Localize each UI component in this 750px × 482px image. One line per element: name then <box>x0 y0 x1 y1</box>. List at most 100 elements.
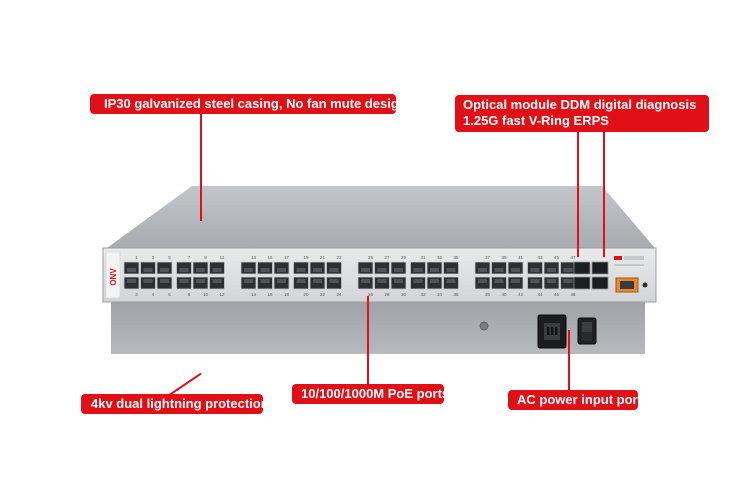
rj45-port-contacts <box>296 268 306 272</box>
rj45-port-contacts <box>260 268 270 272</box>
port-number-label: 36 <box>453 292 459 297</box>
rj45-port-contacts <box>196 268 205 272</box>
rj45-port-contacts <box>494 268 504 272</box>
callout-optical-line2: 1.25G fast V-Ring ERPS <box>463 113 609 128</box>
leader-optical-a <box>577 131 579 257</box>
rj45-port-contacts <box>511 279 520 283</box>
port-number-label: 18 <box>284 292 290 297</box>
port-number-label: 1 <box>135 255 138 260</box>
port-number-label: 13 <box>251 255 257 260</box>
rj45-port-contacts <box>413 268 423 272</box>
callout-optical-line1: Optical module DDM digital diagnosis <box>463 97 697 112</box>
port-number-label: 37 <box>485 255 491 260</box>
rj45-port-contacts <box>394 279 403 283</box>
rj45-port-contacts <box>127 279 136 283</box>
port-number-label: 3 <box>152 255 155 260</box>
rj45-port-contacts <box>212 279 222 283</box>
sfp-slot <box>573 261 591 275</box>
port-number-label: 27 <box>384 255 390 260</box>
port-number-label: 16 <box>267 292 273 297</box>
port-number-label: 34 <box>437 292 443 297</box>
port-number-label: 10 <box>203 292 209 297</box>
leader-optical-b <box>603 131 605 257</box>
port-number-label: 45 <box>554 255 560 260</box>
rj45-port-contacts <box>377 279 387 283</box>
rj45-port-contacts <box>361 279 370 283</box>
leader-casing <box>200 109 202 221</box>
port-number-label: 21 <box>320 255 326 260</box>
port-number-label: 47 <box>570 255 576 260</box>
port-number-label: 9 <box>204 255 207 260</box>
port-number-label: 41 <box>518 255 524 260</box>
leader-power <box>568 330 570 390</box>
rj45-port-contacts <box>244 279 253 283</box>
rj45-port-contacts <box>563 268 573 272</box>
port-number-label: 8 <box>188 292 191 297</box>
port-number-label: 33 <box>437 255 443 260</box>
rj45-port-contacts <box>329 268 339 272</box>
port-number-label: 30 <box>401 292 407 297</box>
port-number-label: 28 <box>384 292 390 297</box>
sfp-slot <box>591 261 609 275</box>
rj45-port-contacts <box>430 268 439 272</box>
rj45-port-contacts <box>179 279 189 283</box>
port-number-label: 48 <box>570 292 576 297</box>
rj45-port-contacts <box>277 268 286 272</box>
rj45-port-contacts <box>478 279 487 283</box>
port-number-label: 15 <box>267 255 273 260</box>
port-number-label: 20 <box>303 292 309 297</box>
rj45-port-contacts <box>143 268 153 272</box>
rj45-port-contacts <box>160 279 169 283</box>
rj45-port-contacts <box>563 279 573 283</box>
port-number-label: 17 <box>284 255 290 260</box>
rj45-port-contacts <box>179 268 189 272</box>
rj45-port-contacts <box>377 268 387 272</box>
rj45-port-contacts <box>446 268 456 272</box>
port-number-label: 5 <box>168 255 171 260</box>
rj45-port-contacts <box>127 268 136 272</box>
callout-power: AC power input port <box>508 390 642 410</box>
port-number-label: 42 <box>518 292 524 297</box>
rj45-port-contacts <box>143 279 153 283</box>
callout-optical: Optical module DDM digital diagnosis 1.2… <box>455 95 709 132</box>
rj45-port-contacts <box>530 279 540 283</box>
port-number-label: 38 <box>485 292 491 297</box>
status-indicator <box>614 256 622 260</box>
rj45-port-contacts <box>329 279 339 283</box>
port-number-label: 40 <box>501 292 507 297</box>
port-number-label: 14 <box>251 292 257 297</box>
port-number-label: 11 <box>220 255 225 260</box>
rj45-port-contacts <box>430 279 439 283</box>
chassis-top <box>107 186 655 248</box>
rj45-port-contacts <box>212 268 222 272</box>
rj45-port-contacts <box>244 268 253 272</box>
port-number-label: 29 <box>401 255 407 260</box>
rj45-port-contacts <box>313 279 322 283</box>
sfp-slot <box>591 276 609 290</box>
rj45-port-contacts <box>413 279 423 283</box>
port-number-label: 19 <box>303 255 309 260</box>
ground-screw-icon <box>479 321 489 331</box>
port-number-label: 2 <box>135 292 138 297</box>
sfp-slots <box>573 261 609 290</box>
sfp-slot <box>573 276 591 290</box>
port-number-label: 22 <box>320 292 326 297</box>
front-panel <box>102 247 657 303</box>
rj45-port-contacts <box>394 268 403 272</box>
rj45-port-contacts <box>530 268 540 272</box>
rj45-port-contacts <box>196 279 205 283</box>
port-number-label: 12 <box>219 292 225 297</box>
rj45-port-contacts <box>260 279 270 283</box>
port-number-label: 32 <box>420 292 426 297</box>
port-number-label: 4 <box>152 292 155 297</box>
rj45-port-contacts <box>494 279 504 283</box>
port-number-label: 25 <box>368 255 374 260</box>
rj45-port-contacts <box>313 268 322 272</box>
rj45-port-contacts <box>511 268 520 272</box>
rj45-port-contacts <box>478 268 487 272</box>
port-number-label: 7 <box>188 255 191 260</box>
brand-logo: ONV <box>109 268 118 286</box>
port-number-label: 44 <box>537 292 543 297</box>
port-number-label: 46 <box>554 292 560 297</box>
